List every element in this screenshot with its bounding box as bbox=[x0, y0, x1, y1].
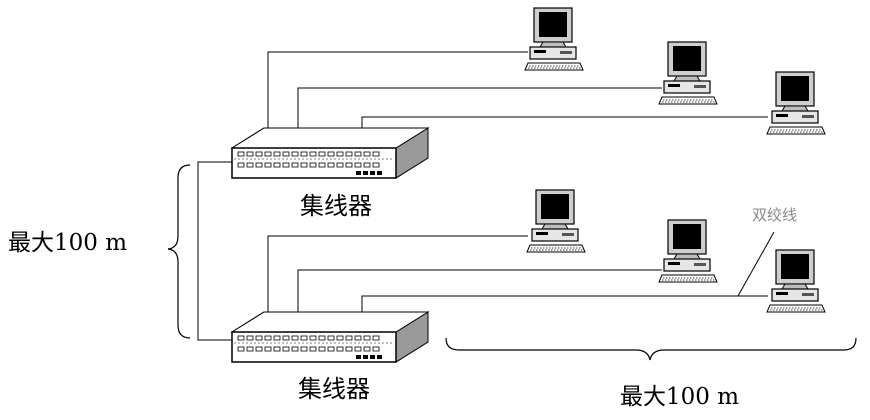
cable-pc2 bbox=[297, 87, 662, 140]
hub-interconnect-cable bbox=[197, 161, 232, 341]
twisted-pair-pointer bbox=[737, 231, 775, 297]
cable-pc1 bbox=[267, 51, 528, 140]
desktop-computer-icon bbox=[658, 219, 718, 283]
computer-1 bbox=[524, 7, 584, 71]
computer-3 bbox=[766, 71, 826, 135]
bottom-distance-brace bbox=[445, 337, 857, 361]
computer-2 bbox=[658, 41, 718, 105]
desktop-computer-icon bbox=[526, 189, 586, 253]
left-distance-label: 最大100 m bbox=[8, 230, 127, 256]
desktop-computer-icon bbox=[524, 7, 584, 71]
bottom-hub-label: 集线器 bbox=[298, 375, 370, 403]
left-distance-brace bbox=[167, 164, 191, 339]
computer-6 bbox=[766, 249, 826, 313]
network-hub-icon bbox=[231, 311, 429, 363]
desktop-computer-icon bbox=[658, 41, 718, 105]
network-hub-icon bbox=[231, 127, 429, 179]
desktop-computer-icon bbox=[766, 249, 826, 313]
bottom-distance-label: 最大100 m bbox=[620, 384, 739, 410]
twisted-pair-label: 双绞线 bbox=[752, 206, 797, 224]
top-hub-label: 集线器 bbox=[300, 192, 372, 220]
cable-pc4 bbox=[267, 235, 528, 323]
cable-pc5 bbox=[297, 269, 662, 323]
bottom-hub bbox=[231, 311, 429, 363]
top-hub bbox=[231, 127, 429, 179]
desktop-computer-icon bbox=[766, 71, 826, 135]
computer-4 bbox=[526, 189, 586, 253]
computer-5 bbox=[658, 219, 718, 283]
